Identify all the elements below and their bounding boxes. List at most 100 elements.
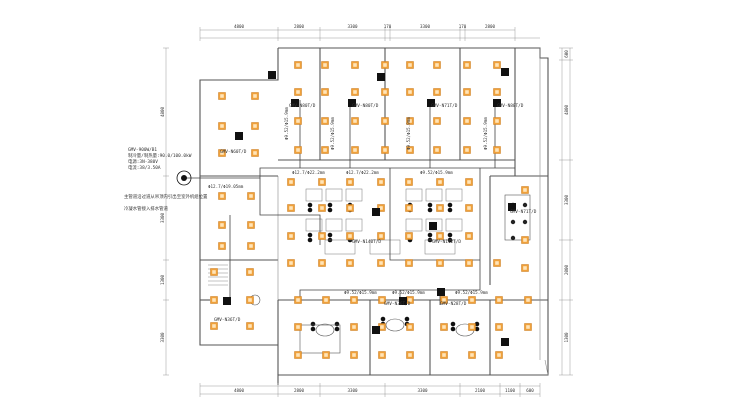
dimension-text: 3300: [160, 212, 165, 223]
air-diffuser-core: [220, 223, 224, 227]
desk: [445, 218, 463, 232]
air-diffuser-core: [407, 180, 411, 184]
desk: [325, 188, 343, 202]
air-diffuser-core: [353, 90, 357, 94]
air-diffuser-core: [289, 234, 293, 238]
chair: [510, 219, 516, 225]
air-diffuser-core: [407, 261, 411, 265]
pipe-size-label: Φ9.52/Φ15.9mm: [284, 107, 289, 140]
air-diffuser-core: [212, 270, 216, 274]
dimension-text: 3300: [347, 388, 358, 393]
air-diffuser-core: [467, 261, 471, 265]
indoor-unit-label: GMV-N80T/D: [352, 103, 379, 109]
air-diffuser-core: [408, 148, 412, 152]
dimension-text: 2800: [294, 24, 305, 29]
dimension-text: 4800: [564, 104, 569, 115]
indoor-unit: [372, 208, 380, 216]
note-text: 冷凝水管接入排水管道: [124, 205, 169, 212]
outdoor-unit-spec: 电源:3N-380V: [128, 158, 158, 165]
indoor-unit: [235, 132, 243, 140]
air-diffuser-core: [324, 298, 328, 302]
air-diffuser-core: [408, 90, 412, 94]
air-diffuser-core: [253, 124, 257, 128]
indoor-unit-label: GMV-N80T/D: [289, 103, 316, 109]
air-diffuser-core: [253, 151, 257, 155]
air-diffuser-core: [495, 90, 499, 94]
indoor-unit-label: GMV-N71T/D: [431, 103, 458, 109]
chair: [310, 321, 316, 327]
indoor-unit-label: GMV-N112T/D: [432, 239, 461, 245]
chair: [447, 207, 453, 213]
dimension-text: 2000: [564, 264, 569, 275]
dimension-text: 1300: [564, 332, 569, 343]
air-diffuser-core: [438, 234, 442, 238]
meeting-table: [315, 323, 335, 337]
cabinet: [504, 194, 531, 241]
air-diffuser-core: [383, 148, 387, 152]
air-diffuser-core: [220, 151, 224, 155]
air-diffuser-core: [352, 325, 356, 329]
main-refrigerant-pipe: [185, 167, 515, 179]
pipe-size-label: Φ9.52/Φ15.9mm: [420, 170, 453, 175]
air-diffuser-core: [220, 244, 224, 248]
furniture-layer: [208, 188, 531, 354]
pipe-size-label: Φ12.7/Φ22.2mm: [346, 170, 379, 175]
air-diffuser-core: [220, 194, 224, 198]
air-diffuser-core: [470, 325, 474, 329]
outdoor-unit-spec: 制冷量/制热量:90.0/100.0kW: [128, 152, 192, 159]
dimension-text: 2800: [294, 388, 305, 393]
air-diffuser-core: [467, 180, 471, 184]
desk: [324, 239, 356, 255]
air-diffuser-core: [348, 234, 352, 238]
air-diffuser-core: [470, 298, 474, 302]
air-diffuser-core: [379, 261, 383, 265]
indoor-unit: [508, 203, 516, 211]
pipe-size-label: Φ9.52/Φ15.9mm: [455, 290, 488, 295]
air-diffuser-core: [407, 206, 411, 210]
air-diffuser-core: [320, 234, 324, 238]
indoor-unit-label: GMV-N140T/D: [352, 239, 381, 245]
indoor-unit: [501, 338, 509, 346]
air-diffuser-core: [249, 244, 253, 248]
air-diffuser-core: [495, 119, 499, 123]
air-diffuser-core: [289, 206, 293, 210]
indoor-unit-label: GMV-N60T/D: [220, 149, 247, 155]
dimension-text: 4800: [234, 24, 245, 29]
air-diffuser-core: [467, 206, 471, 210]
air-diffuser-core: [465, 90, 469, 94]
air-diffuser-core: [408, 298, 412, 302]
air-diffuser-core: [408, 325, 412, 329]
air-diffuser-core: [380, 325, 384, 329]
dimension-text: 3300: [420, 24, 431, 29]
dimension-text: 3300: [417, 388, 428, 393]
air-diffuser-core: [380, 353, 384, 357]
air-diffuser-core: [435, 119, 439, 123]
chair: [450, 321, 456, 327]
pipe-size-label: Φ12.7/Φ19.05mm: [208, 184, 244, 189]
air-diffuser-core: [526, 325, 530, 329]
chair: [380, 316, 386, 322]
indoor-unit-label: GMV-N36T/D: [214, 317, 241, 323]
desk: [425, 188, 443, 202]
air-diffuser-core: [438, 261, 442, 265]
air-diffuser-core: [383, 63, 387, 67]
chair: [427, 232, 433, 238]
air-diffuser-core: [320, 206, 324, 210]
air-diffuser-core: [526, 298, 530, 302]
air-diffuser-core: [380, 298, 384, 302]
refrigerant-pipe: [299, 168, 481, 300]
air-diffuser-core: [296, 325, 300, 329]
desk: [325, 218, 343, 232]
refrigerant-pipe: [389, 168, 480, 261]
air-diffuser-core: [465, 119, 469, 123]
dimension-text: 600: [526, 388, 534, 393]
indoor-unit: [348, 99, 356, 107]
air-diffuser-core: [289, 261, 293, 265]
chair: [307, 207, 313, 213]
dimension-text: 2800: [485, 24, 496, 29]
air-diffuser-core: [438, 180, 442, 184]
label-layer: GMV-900W/B1制冷量/制热量:90.0/100.0kW电源:3N-380…: [124, 103, 537, 323]
air-diffuser-core: [323, 148, 327, 152]
air-diffuser-core: [296, 148, 300, 152]
